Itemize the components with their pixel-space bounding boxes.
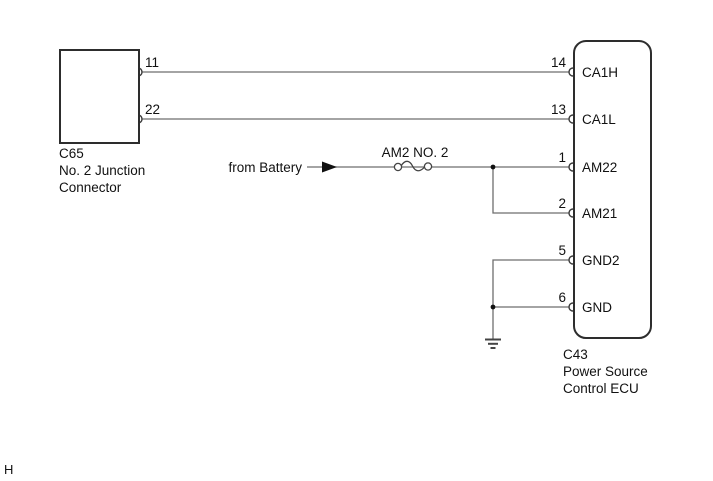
- wire-branch-am21: [492, 167, 573, 214]
- caption-line: Power Source: [563, 364, 648, 379]
- pin-number-13: 13: [550, 102, 566, 117]
- fuse-symbol: [393, 160, 433, 172]
- junction-dot-am22: [490, 164, 496, 170]
- pin-number-6: 6: [558, 290, 566, 305]
- caption-line: C43: [563, 347, 588, 362]
- caption-line: Connector: [59, 180, 122, 195]
- caption-line: C65: [59, 146, 84, 161]
- ecu-caption: C43 Power Source Control ECU: [563, 346, 648, 397]
- pin-number-11: 11: [145, 55, 160, 70]
- fuse-label: AM2 NO. 2: [381, 145, 449, 160]
- pin-name-ca1h: CA1H: [582, 65, 619, 80]
- wire-gnd2: [492, 259, 573, 307]
- from-battery-label: from Battery: [228, 160, 302, 175]
- ground-symbol: [485, 338, 501, 349]
- junction-dot-gnd: [490, 304, 496, 310]
- pin-number-22: 22: [145, 102, 161, 117]
- junction-connector-caption: C65 No. 2 Junction Connector: [59, 145, 145, 196]
- flow-arrow: [322, 161, 337, 173]
- pin-name-gnd: GND: [582, 300, 612, 315]
- junction-connector-box: [59, 49, 140, 144]
- caption-line: Control ECU: [563, 381, 639, 396]
- pin-name-am22: AM22: [582, 160, 618, 175]
- pin-number-14: 14: [550, 55, 566, 70]
- pin-number-2: 2: [558, 196, 566, 211]
- pin-name-ca1l: CA1L: [582, 112, 616, 127]
- caption-line: No. 2 Junction: [59, 163, 146, 178]
- pin-number-1: 1: [558, 150, 566, 165]
- pin-name-gnd2: GND2: [582, 253, 620, 268]
- pin-number-5: 5: [558, 243, 566, 258]
- page-mark: H: [4, 462, 14, 477]
- ecu-connector-box: [573, 40, 652, 339]
- pin-name-am21: AM21: [582, 206, 618, 221]
